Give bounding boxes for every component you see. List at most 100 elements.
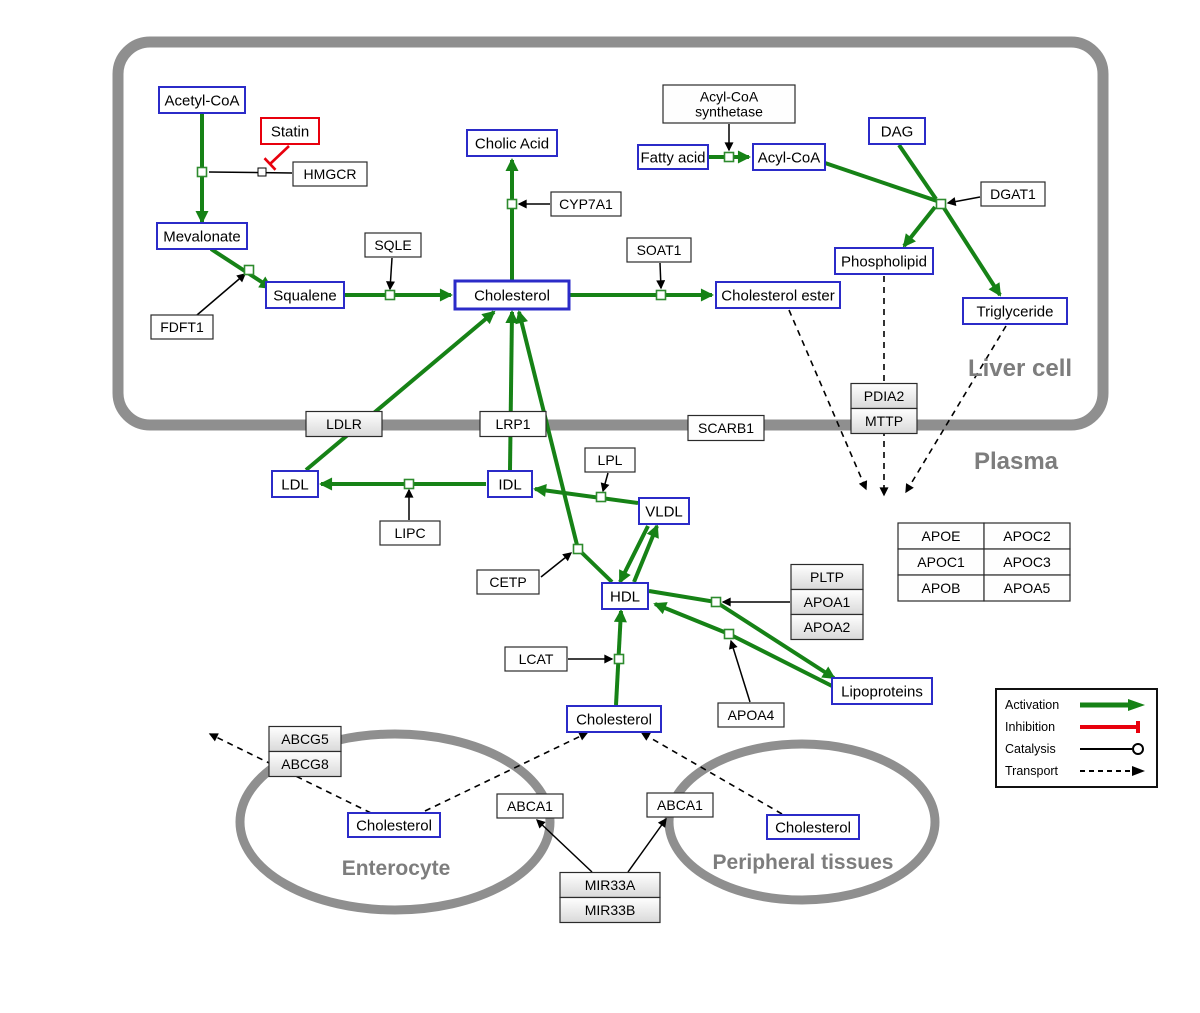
node-lcat[interactable]: LCAT — [504, 646, 568, 672]
node-scarb1[interactable]: SCARB1 — [687, 414, 765, 442]
node-lpl[interactable]: LPL — [584, 447, 636, 473]
node-acyl-coa[interactable]: Acyl-CoA — [752, 143, 826, 171]
apo-table-cell-apob[interactable]: APOB — [897, 574, 985, 602]
reaction-junction — [710, 596, 722, 608]
node-lipc[interactable]: LIPC — [379, 520, 441, 546]
node-phospholipid[interactable]: Phospholipid — [834, 247, 934, 275]
node-hmgcr[interactable]: HMGCR — [292, 161, 368, 187]
edge-cholesterol-enterocyte-efflux — [424, 732, 589, 812]
svg-text:Mevalonate: Mevalonate — [163, 228, 241, 245]
node-apoa4[interactable]: APOA4 — [717, 702, 785, 728]
edge-statin-inhibits-hmgcr — [269, 145, 290, 165]
activation-arrow-icon — [1080, 699, 1145, 711]
edge-dgat-junction-to-triglyceride — [942, 206, 1002, 297]
node-ldlr[interactable]: LDLR — [305, 410, 383, 438]
edge-hdl-to-vldl — [632, 524, 659, 583]
legend-label-catalysis: Catalysis — [1005, 742, 1056, 756]
node-apoa2[interactable]: APOA2 — [790, 613, 864, 641]
node-cholesterol-plasma[interactable]: Cholesterol — [566, 705, 662, 733]
node-hdl[interactable]: HDL — [601, 582, 649, 610]
node-cholesterol-enterocyte[interactable]: Cholesterol — [347, 812, 441, 838]
node-cholic-acid[interactable]: Cholic Acid — [466, 129, 558, 157]
edge-dgat1-catalysis — [946, 196, 981, 207]
edge-vldl-to-hdl — [618, 525, 650, 584]
node-abcg8[interactable]: ABCG8 — [268, 750, 342, 778]
svg-text:IDL: IDL — [498, 476, 521, 493]
node-vldl[interactable]: VLDL — [638, 497, 690, 525]
node-abca1-enterocyte[interactable]: ABCA1 — [496, 793, 564, 819]
node-mir33b[interactable]: MIR33B — [559, 896, 661, 924]
edge-vldl-to-idl — [533, 484, 639, 505]
apo-table-cell-apoe[interactable]: APOE — [897, 522, 985, 550]
edge-soat1-catalysis — [656, 262, 666, 290]
enterocyte-label: Enterocyte — [341, 857, 451, 880]
legend-item-activation: Activation — [1005, 695, 1148, 715]
reaction-junction — [384, 289, 396, 301]
node-dag[interactable]: DAG — [868, 117, 926, 145]
node-ldl[interactable]: LDL — [271, 470, 319, 498]
svg-text:ABCG5: ABCG5 — [281, 731, 329, 747]
node-sqle[interactable]: SQLE — [364, 232, 422, 258]
svg-text:FDFT1: FDFT1 — [160, 319, 204, 335]
reaction-junction — [506, 198, 518, 210]
svg-text:SQLE: SQLE — [374, 237, 411, 253]
edge-apoa4-catalysis — [728, 639, 751, 703]
edge-mir33-to-abca1-peripheral — [627, 817, 667, 873]
node-squalene[interactable]: Squalene — [265, 281, 345, 309]
legend: Activation Inhibition Catalysis Transpor… — [995, 688, 1158, 788]
node-abcg5[interactable]: ABCG5 — [268, 725, 342, 753]
node-lipoproteins[interactable]: Lipoproteins — [831, 677, 933, 705]
node-soat1[interactable]: SOAT1 — [626, 237, 692, 263]
node-mir33a[interactable]: MIR33A — [559, 871, 661, 899]
node-lrp1[interactable]: LRP1 — [479, 410, 547, 438]
catalysis-port — [257, 167, 267, 177]
node-cyp7a1[interactable]: CYP7A1 — [550, 191, 622, 217]
inhibition-tbar — [263, 157, 277, 171]
apo-table-cell-apoc3[interactable]: APOC3 — [983, 548, 1071, 576]
legend-label-transport: Transport — [1005, 764, 1059, 778]
svg-text:ABCA1: ABCA1 — [507, 798, 553, 814]
svg-text:CYP7A1: CYP7A1 — [559, 196, 613, 212]
reaction-junction — [243, 264, 255, 276]
svg-text:DAG: DAG — [881, 123, 914, 140]
edge-cholesterol-peripheral-efflux — [640, 732, 783, 815]
node-triglyceride[interactable]: Triglyceride — [962, 297, 1068, 325]
node-abca1-peripheral[interactable]: ABCA1 — [646, 792, 714, 818]
node-mevalonate[interactable]: Mevalonate — [156, 222, 248, 250]
apo-table-cell-apoa5[interactable]: APOA5 — [983, 574, 1071, 602]
node-apoa1[interactable]: APOA1 — [790, 588, 864, 616]
svg-text:MIR33B: MIR33B — [585, 902, 636, 918]
reaction-junction — [655, 289, 667, 301]
svg-text:Phospholipid: Phospholipid — [841, 253, 927, 270]
node-cetp[interactable]: CETP — [476, 569, 540, 595]
node-fdft1[interactable]: FDFT1 — [150, 314, 214, 340]
svg-text:PLTP: PLTP — [810, 569, 844, 585]
enterocyte-membrane — [235, 729, 555, 915]
node-acetyl-coa[interactable]: Acetyl-CoA — [158, 86, 246, 114]
svg-text:Triglyceride: Triglyceride — [977, 303, 1054, 320]
apo-table-cell-apoc2[interactable]: APOC2 — [983, 522, 1071, 550]
inhibition-tbar-icon — [1080, 721, 1140, 733]
liver-cell-label: Liver cell — [967, 355, 1073, 382]
svg-text:APOB: APOB — [922, 580, 961, 596]
node-mttp[interactable]: MTTP — [850, 407, 918, 435]
node-dgat1[interactable]: DGAT1 — [980, 181, 1046, 207]
svg-text:LDL: LDL — [281, 476, 309, 493]
reaction-junction — [723, 151, 735, 163]
apo-table-cell-apoc1[interactable]: APOC1 — [897, 548, 985, 576]
node-pltp[interactable]: PLTP — [790, 563, 864, 591]
edge-hmgcr-catalysis — [208, 171, 293, 174]
node-cholesterol-liver[interactable]: Cholesterol — [453, 279, 571, 311]
node-idl[interactable]: IDL — [487, 470, 533, 498]
transport-dashed-arrow-icon — [1080, 766, 1145, 776]
node-statin[interactable]: Statin — [260, 117, 320, 145]
node-cholesterol-ester[interactable]: Cholesterol ester — [715, 281, 841, 309]
node-fatty-acid[interactable]: Fatty acid — [637, 144, 709, 170]
node-cholesterol-peripheral[interactable]: Cholesterol — [766, 814, 860, 840]
svg-text:LRP1: LRP1 — [495, 416, 530, 432]
node-pdia2[interactable]: PDIA2 — [850, 382, 918, 410]
